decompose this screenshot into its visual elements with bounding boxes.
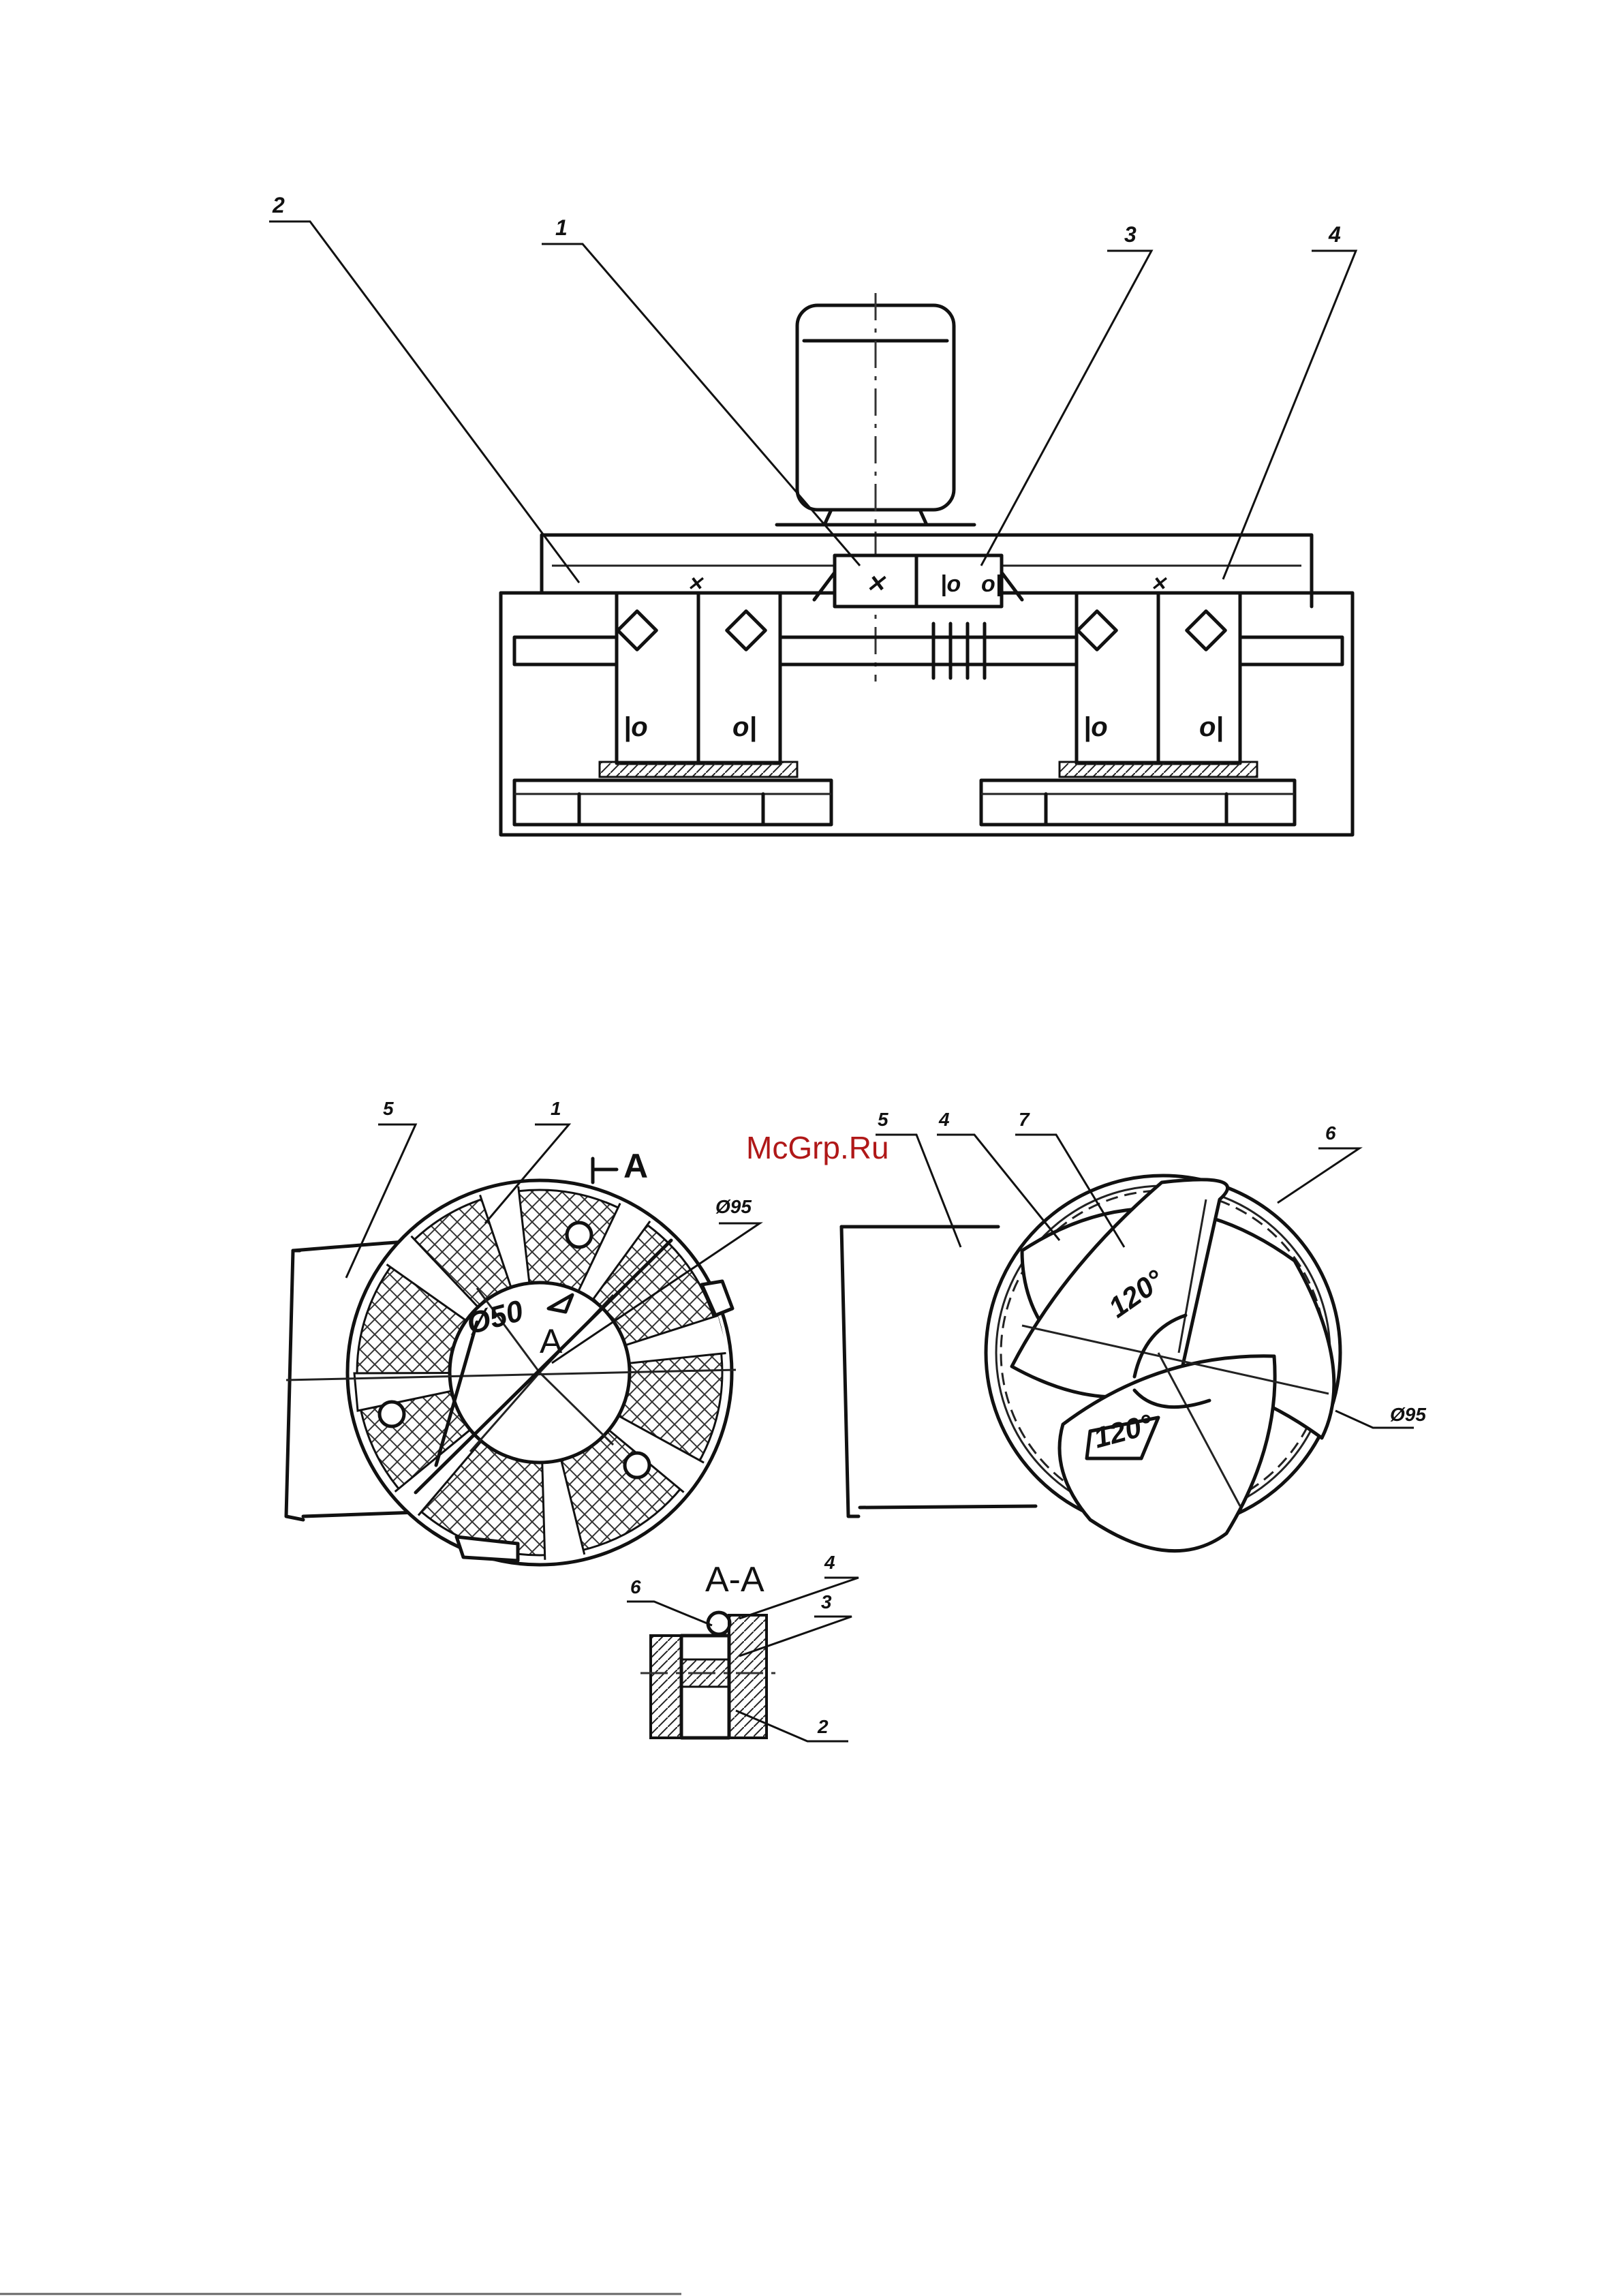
callout-3: 3 — [1124, 222, 1137, 247]
callout-5: 5 — [878, 1109, 888, 1130]
right-base-roller — [981, 780, 1295, 825]
pipe-bottom-edge — [860, 1506, 1036, 1507]
callout-leader-2 — [269, 221, 579, 583]
section-aa-view: A-A 6 4 3 2 — [627, 1552, 859, 1741]
right-gear-rack — [1060, 762, 1257, 777]
section-arrow-icon — [593, 1159, 617, 1182]
pipe-left-end — [286, 1251, 303, 1520]
callout-leader-4 — [1223, 251, 1356, 579]
disc-front-view: Ø50 A A 5 1 Ø95 — [286, 1098, 760, 1565]
bolt-hole — [567, 1223, 591, 1247]
section-ball — [708, 1612, 730, 1634]
callout-4: 4 — [1328, 222, 1341, 247]
left-base-roller — [514, 780, 831, 825]
callout-leader-6 — [1278, 1148, 1359, 1203]
section-right-wall — [729, 1615, 767, 1738]
callout-3: 3 — [821, 1591, 832, 1612]
right-roller-symbol: |o — [1083, 712, 1108, 742]
left-roller-symbol-2: o| — [732, 712, 757, 742]
callout-1: 1 — [551, 1098, 561, 1119]
left-gear-rack — [600, 762, 797, 777]
joint-mark-left: ✕ — [687, 573, 704, 594]
shaft-coupling — [933, 624, 985, 678]
dim-label: Ø95 — [1390, 1404, 1426, 1425]
section-view-mark: A — [623, 1147, 648, 1185]
callout-4: 4 — [938, 1109, 950, 1130]
section-title: A-A — [705, 1560, 764, 1599]
joint-mark-right: ✕ — [1150, 573, 1167, 594]
bearing-symbol-2: o| — [981, 571, 1002, 597]
bolt-hole-2 — [380, 1402, 404, 1426]
callout-2: 2 — [817, 1716, 829, 1737]
bolt-hole-3 — [625, 1453, 649, 1478]
callout-2: 2 — [272, 193, 285, 217]
left-roller-symbol: |o — [623, 712, 648, 742]
bearing-symbol: |o — [940, 571, 961, 597]
pipe-left-end — [841, 1227, 859, 1516]
callout-leader-6 — [627, 1602, 712, 1625]
callout-1: 1 — [555, 215, 568, 240]
watermark-text: McGrp.Ru — [746, 1130, 889, 1165]
callout-4: 4 — [824, 1552, 835, 1573]
triblade-view: 120° 120° 5 4 7 6 Ø95 — [841, 1109, 1426, 1551]
callout-7: 7 — [1019, 1109, 1030, 1130]
dim-outer-label: Ø95 — [715, 1196, 752, 1217]
callout-6: 6 — [630, 1576, 641, 1597]
callout-5: 5 — [383, 1098, 394, 1119]
callout-leader-3 — [981, 251, 1151, 566]
right-roller-symbol-2: o| — [1199, 712, 1224, 742]
view-mark-label: A — [540, 1322, 563, 1360]
callout-6: 6 — [1325, 1122, 1336, 1144]
section-left-wall — [651, 1636, 681, 1738]
machine-assembly-drawing: ✕ |o o| ✕ ✕ |o o| |o o| — [269, 193, 1356, 835]
center-mark: ✕ — [866, 571, 886, 597]
